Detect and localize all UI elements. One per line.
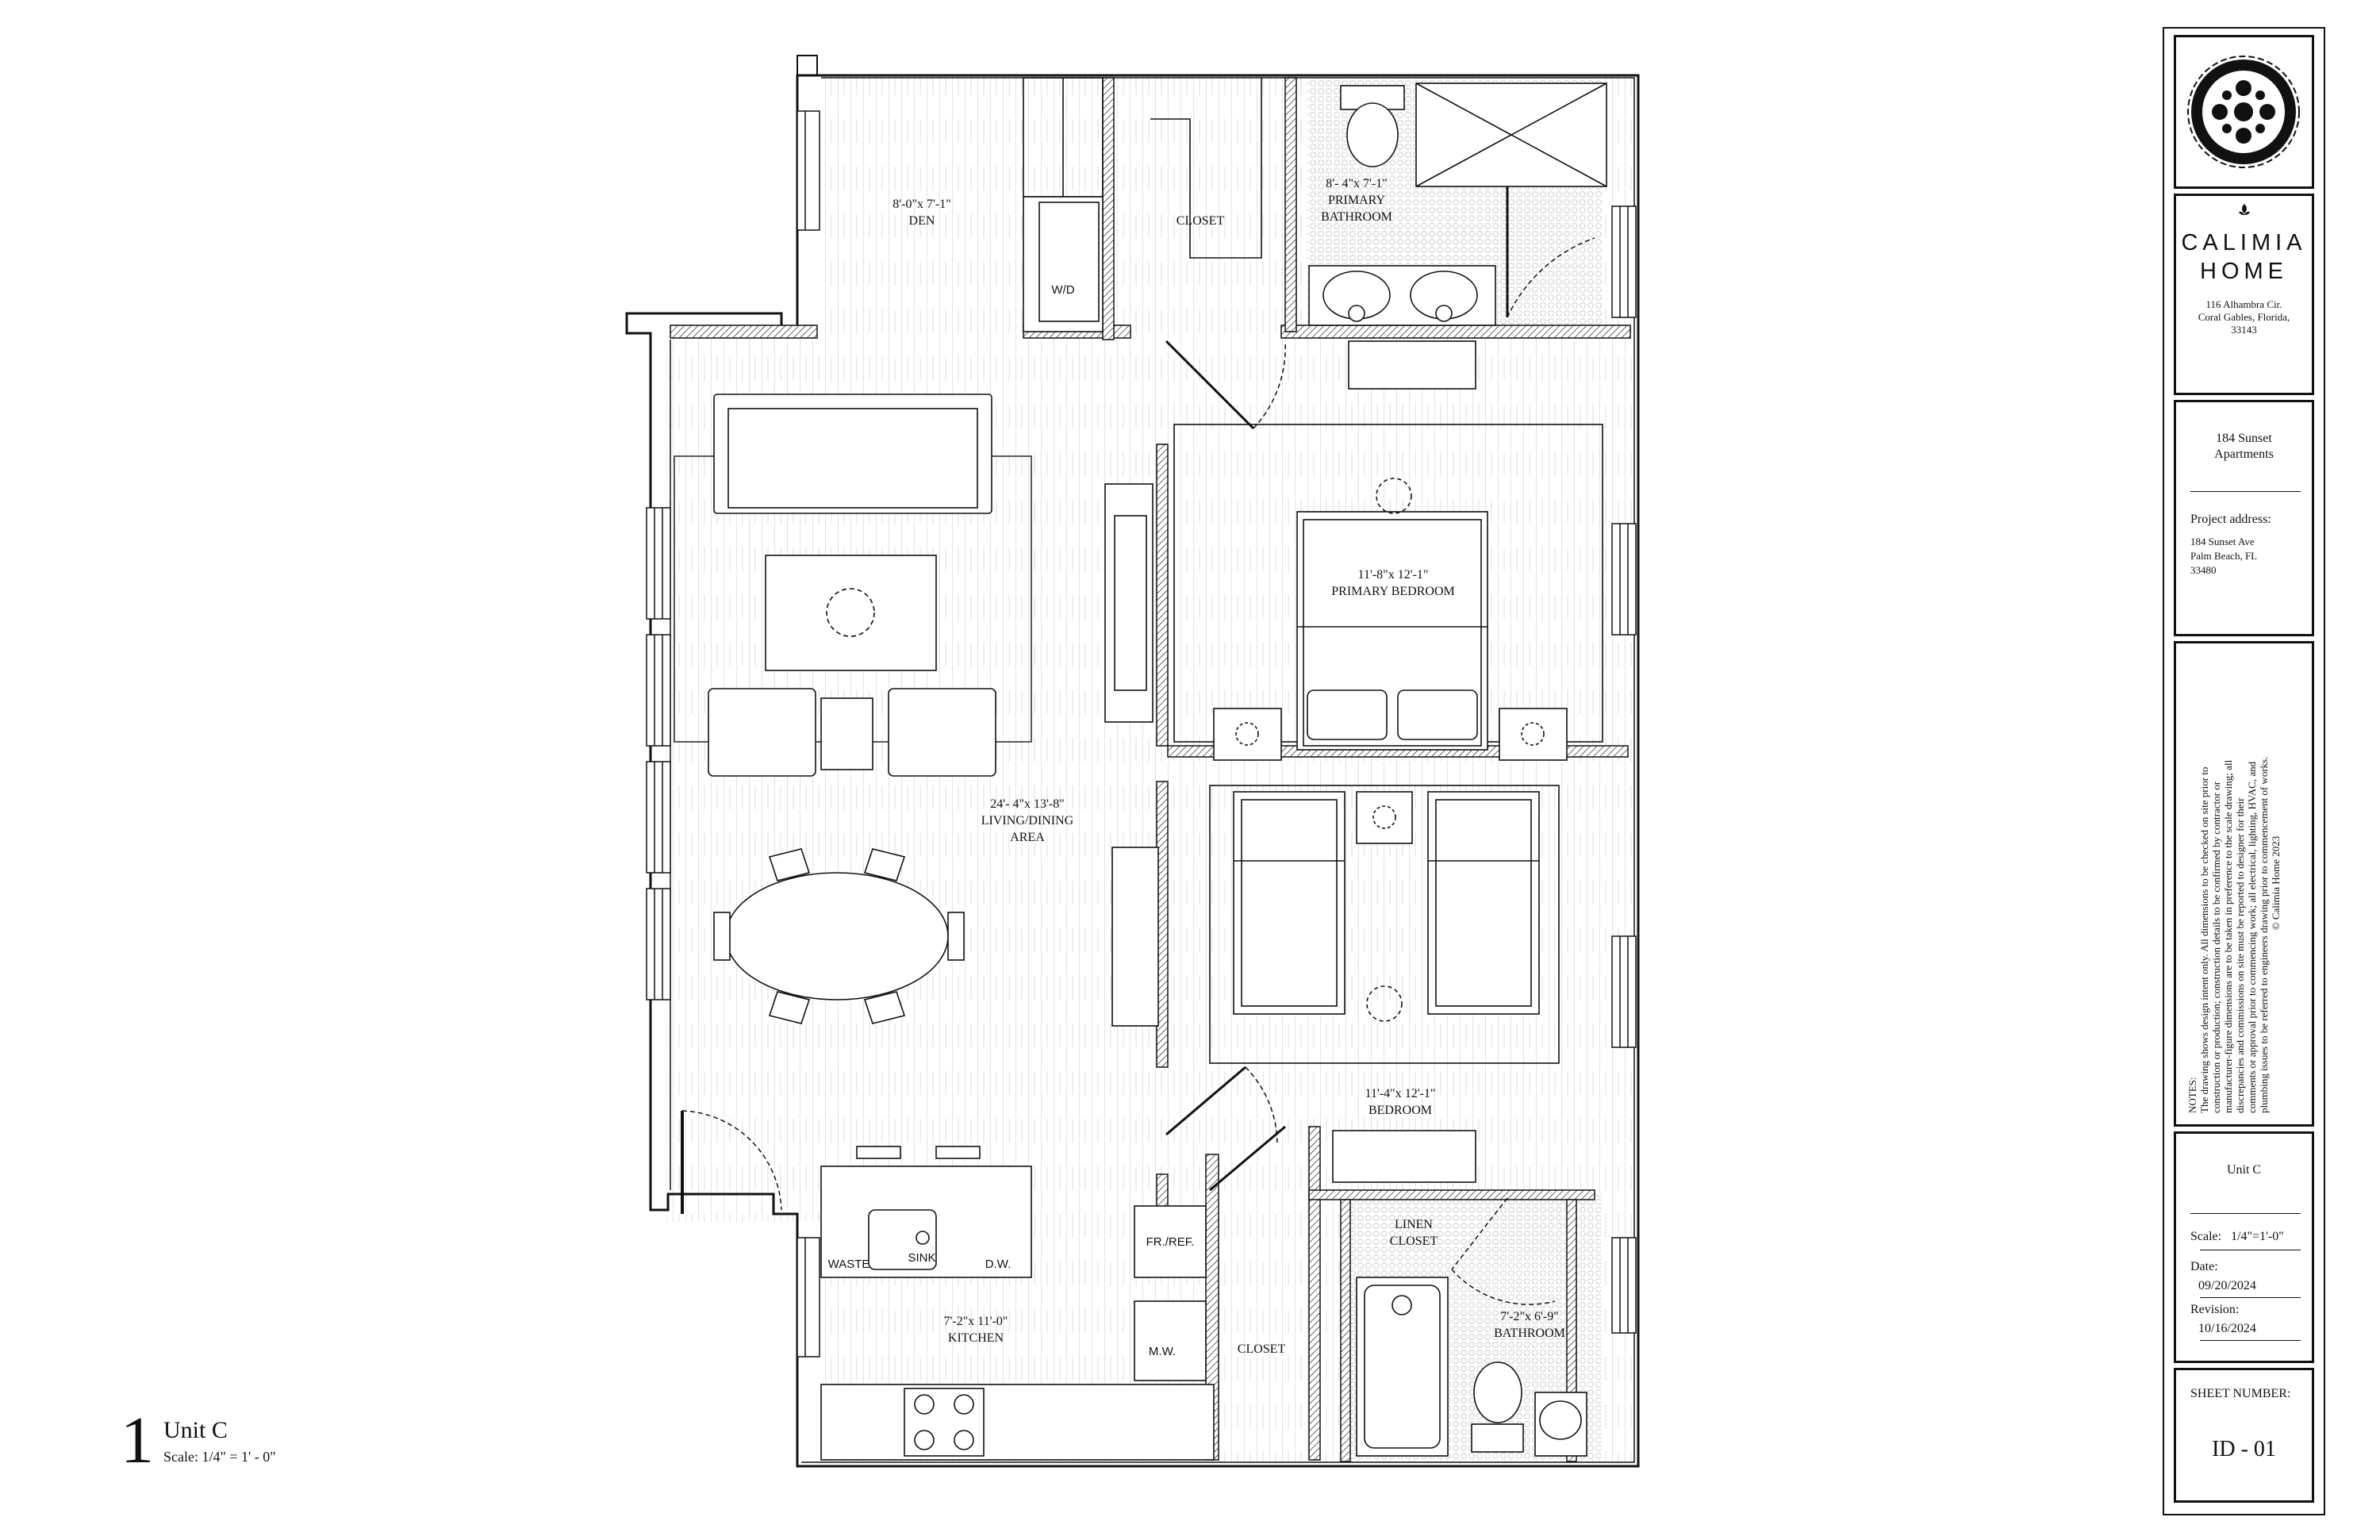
microwave-label: M.W. [1149, 1345, 1176, 1358]
firm-address-3: 33143 [2231, 324, 2257, 336]
divider [2200, 1340, 2301, 1341]
primary-bedroom-name: PRIMARY BEDROOM [1331, 585, 1454, 598]
doors [681, 167, 1595, 1305]
date-label: Date: [2190, 1260, 2218, 1273]
living-line1: LIVING/DINING [981, 814, 1074, 828]
project-address-label: Project address: [2190, 513, 2271, 526]
notes-block: NOTES: The drawing shows design intent o… [2186, 653, 2305, 1113]
brand-name-line2: HOME [2200, 259, 2288, 284]
laundry-label: W/D [1051, 283, 1074, 297]
furniture [674, 77, 1607, 1461]
primary-bath-line2: BATHROOM [1321, 210, 1392, 224]
sheet-cell: SHEET NUMBER: ID - 01 [2174, 1368, 2314, 1503]
sink-label: SINK [908, 1251, 935, 1265]
primary-bedroom-dims: 11'-8"x 12'-1" [1358, 568, 1429, 582]
project-cell: 184 Sunset Apartments Project address: 1… [2174, 400, 2314, 636]
project-address-2: Palm Beach, FL [2190, 550, 2258, 562]
firm-address-1: 116 Alhambra Cir. [2205, 298, 2282, 310]
notes-cell: NOTES: The drawing shows design intent o… [2174, 641, 2314, 1127]
closet-top-name: CLOSET [1177, 214, 1225, 228]
divider [2190, 491, 2301, 492]
divider [2190, 1213, 2301, 1214]
room-labels: 8'-0"x 7'-1" DEN CLOSET W/D 8'- 4"x 7'-1… [892, 177, 1565, 1356]
drawing-title-text: Unit C [163, 1417, 228, 1443]
firm-address-2: Coral Gables, Florida, [2198, 311, 2290, 323]
closet-bottom-name: CLOSET [1238, 1342, 1286, 1356]
brand-name-line1: CALIMIA [2181, 230, 2307, 255]
linen-line1: LINEN [1395, 1218, 1433, 1231]
date-value: 09/20/2024 [2198, 1279, 2256, 1292]
scale-label: Scale: [2190, 1230, 2222, 1243]
drawing-scale: Scale: 1/4" = 1' - 0" [163, 1449, 276, 1465]
notes-line-3: manufacturer-figure dimensions are to be… [2222, 759, 2234, 1113]
title-block: CALIMIA HOME 116 Alhambra Cir. Coral Gab… [2163, 27, 2325, 1515]
unit-name: Unit C [2226, 1163, 2262, 1177]
revision-value: 10/16/2024 [2198, 1322, 2256, 1335]
bathroom-dims: 7'-2"x 6'-9" [1500, 1310, 1558, 1323]
living-dims: 24'- 4"x 13'-8" [990, 797, 1064, 811]
notes-line-6: plumbing issues to be referred to engine… [2258, 756, 2270, 1113]
linen-line2: CLOSET [1390, 1235, 1438, 1248]
kitchen-dims: 7'-2"x 11'-0" [944, 1315, 1008, 1328]
scale-row: Scale: 1/4"=1'-0" [2190, 1229, 2284, 1245]
windows [646, 110, 1637, 1358]
living-line2: AREA [1010, 831, 1045, 844]
den-name: DEN [909, 214, 935, 228]
kitchen-name: KITCHEN [948, 1331, 1004, 1345]
drawing-number: 1 [121, 1404, 154, 1477]
primary-bath-line1: PRIMARY [1328, 194, 1385, 207]
primary-bath-dims: 8'- 4"x 7'-1" [1326, 177, 1387, 190]
notes-line-1: The drawing shows design intent only. Al… [2198, 766, 2210, 1113]
project-name-1: 184 Sunset [2216, 432, 2272, 445]
project-address-3: 33480 [2190, 564, 2217, 576]
den-dims: 8'-0"x 7'-1" [892, 198, 950, 211]
divider [2200, 1297, 2301, 1298]
rosette-logo-icon [2187, 56, 2300, 168]
notes-line-5: comments or approval prior to commencing… [2246, 761, 2258, 1113]
logo-cell [2174, 35, 2314, 189]
notes-line-2: construction or production; construction… [2210, 781, 2222, 1113]
sheet-number-label: SHEET NUMBER: [2190, 1387, 2291, 1400]
revision-label: Revision: [2190, 1303, 2240, 1316]
bathroom-name: BATHROOM [1494, 1327, 1565, 1340]
project-name-2: Apartments [2214, 447, 2274, 461]
bedroom-name: BEDROOM [1368, 1104, 1432, 1117]
fridge-label: FR./REF. [1146, 1235, 1195, 1249]
notes-line-7: © Calimia Home 2023 [2270, 835, 2282, 931]
scale-value: 1/4"=1'-0" [2231, 1230, 2284, 1243]
drawing-title: 1 Unit C Scale: 1/4" = 1' - 0" [121, 1404, 276, 1477]
bedroom-dims: 11'-4"x 12'-1" [1365, 1087, 1436, 1100]
dishwasher-label: D.W. [985, 1258, 1012, 1271]
unit-cell: Unit C Scale: 1/4"=1'-0" Date: 09/20/202… [2174, 1131, 2314, 1363]
leaf-ornament-icon [2238, 204, 2250, 215]
notes-line-4: discrepancies and commissions on site mu… [2234, 797, 2246, 1113]
waste-label: WASTE [828, 1258, 870, 1271]
sheet-number-value: ID - 01 [2212, 1437, 2276, 1461]
fixture-labels: WASTE SINK D.W. FR./REF. M.W. [828, 1235, 1195, 1358]
brand-cell: CALIMIA HOME 116 Alhambra Cir. Coral Gab… [2174, 194, 2314, 395]
floor-plan: 8'-0"x 7'-1" DEN CLOSET W/D 8'- 4"x 7'-1… [121, 55, 1640, 1477]
project-address-1: 184 Sunset Ave [2190, 536, 2255, 547]
notes-heading: NOTES: [2186, 1077, 2198, 1114]
